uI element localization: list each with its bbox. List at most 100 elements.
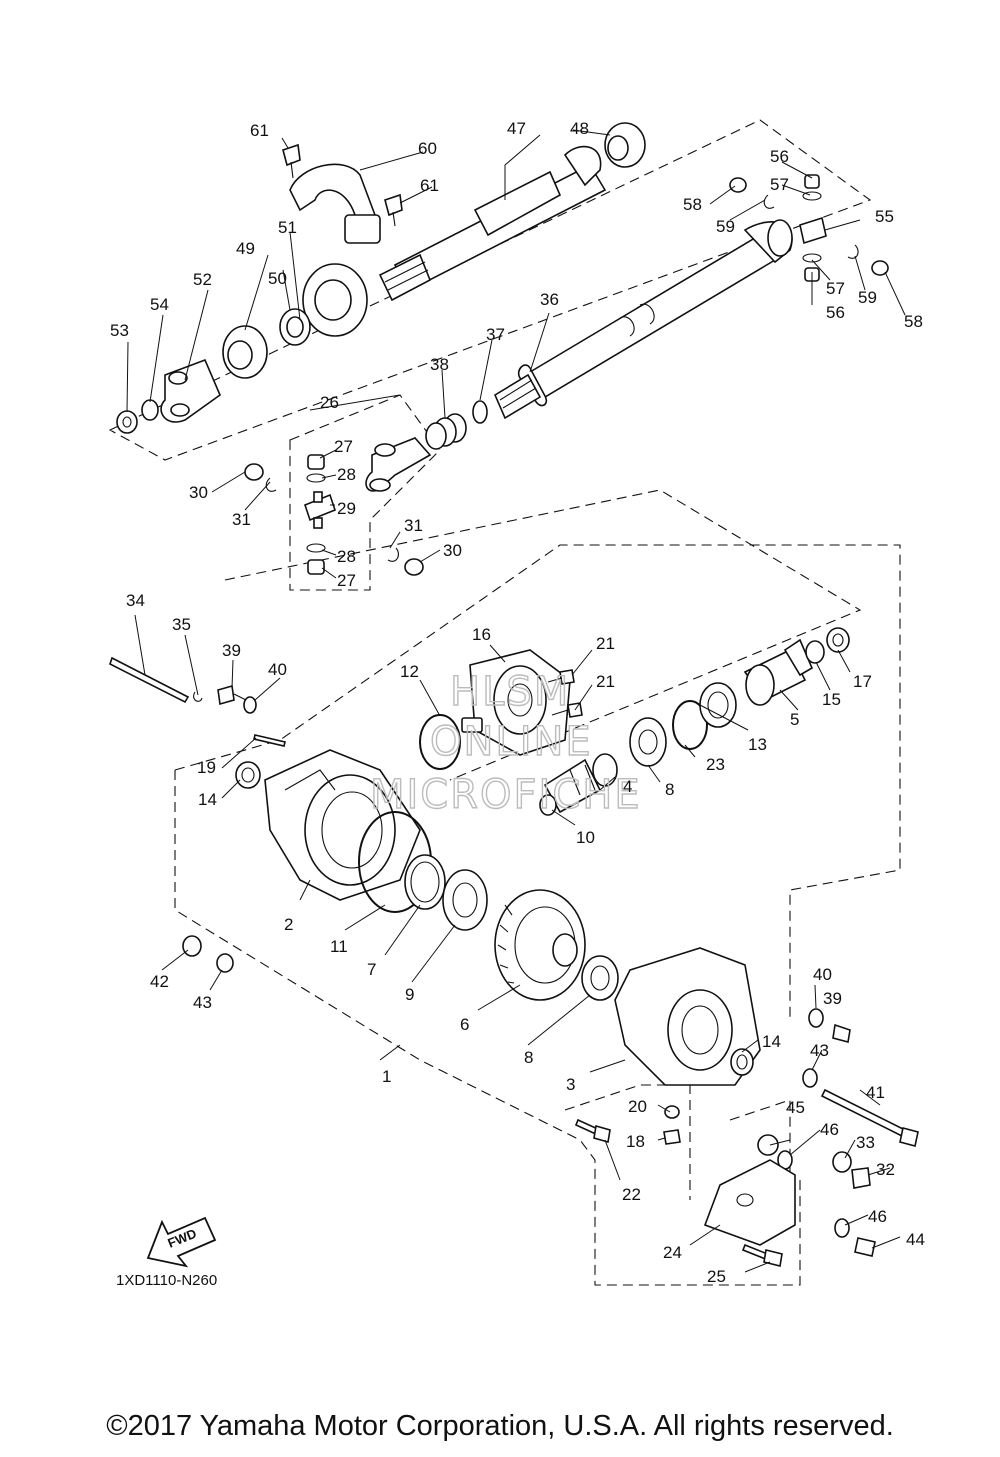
bearing-holder-60 (289, 163, 381, 244)
part-label: 53 (110, 321, 129, 340)
watermark-line-2: ONLINE (430, 719, 593, 765)
part-label: 36 (540, 290, 559, 309)
part-label: 32 (876, 1160, 895, 1179)
washer-43-right (802, 1068, 818, 1088)
part-label: 43 (193, 993, 212, 1012)
bolt-25 (741, 1243, 783, 1267)
bolt-39-right (832, 1023, 851, 1043)
part-label: 56 (770, 147, 789, 166)
part-label: 4 (623, 777, 632, 796)
part-label: 39 (222, 641, 241, 660)
part-label: 59 (858, 288, 877, 307)
washer-40-upper (243, 696, 257, 714)
inner-shaft-47 (378, 145, 607, 302)
part-label: 24 (663, 1243, 682, 1262)
circlip-37 (472, 400, 488, 424)
part-label: 35 (172, 615, 191, 634)
dust-boot-38 (425, 413, 467, 450)
part-label: 43 (810, 1041, 829, 1060)
circlips-28-31 (265, 473, 399, 562)
oil-seal-14-right (730, 1048, 754, 1076)
part-label: 56 (826, 303, 845, 322)
part-label: 1 (382, 1067, 391, 1086)
part-label: 30 (189, 483, 208, 502)
washer-54 (141, 399, 159, 421)
part-label: 49 (236, 239, 255, 258)
circlip-23 (672, 700, 708, 750)
clip-35 (193, 691, 203, 702)
part-label: 13 (748, 735, 767, 754)
part-number-labels: 1 2 3 4 5 6 7 8 8 9 10 11 12 13 14 14 15… (110, 119, 925, 1286)
nut-53 (116, 410, 138, 434)
part-label: 61 (250, 121, 269, 140)
coupling-yoke-52 (160, 358, 221, 423)
part-label: 39 (823, 989, 842, 1008)
ring-gear-6 (494, 889, 586, 1001)
pin-34 (109, 656, 190, 704)
part-label: 57 (826, 279, 845, 298)
oil-seal-14-left (235, 761, 261, 789)
part-label: 40 (813, 965, 832, 984)
part-label: 28 (337, 465, 356, 484)
splined-shaft-end (493, 373, 542, 420)
bolt-41 (820, 1088, 919, 1147)
bracket-24 (703, 1159, 796, 1246)
part-label: 25 (707, 1267, 726, 1286)
part-label: 5 (790, 710, 799, 729)
shim-7 (404, 854, 446, 910)
part-label: 50 (268, 269, 287, 288)
part-label: 11 (330, 937, 348, 956)
part-label: 27 (337, 571, 356, 590)
part-label: 21 (596, 672, 615, 691)
part-label: 8 (665, 780, 674, 799)
washer-40-right (808, 1008, 824, 1028)
part-label: 58 (683, 195, 702, 214)
watermark-line-3: MICROFICHE (370, 772, 642, 818)
part-label: 31 (232, 510, 251, 529)
bolt-39-upper (217, 684, 247, 706)
part-label: 44 (906, 1230, 925, 1249)
washer-33 (832, 1151, 852, 1173)
part-label: 34 (126, 591, 145, 610)
bolts-61 (282, 143, 403, 227)
part-label: 12 (400, 662, 419, 681)
part-label: 51 (278, 218, 297, 237)
part-label: 60 (418, 139, 437, 158)
nut-17 (826, 627, 850, 653)
gear-motor-16 (461, 649, 571, 756)
part-label: 23 (706, 755, 725, 774)
differential-case-2 (264, 749, 421, 901)
part-label: 58 (904, 312, 923, 331)
coupling-5 (743, 638, 814, 706)
bearing-8-lower (581, 955, 619, 1001)
part-label: 42 (150, 972, 169, 991)
part-label: 59 (716, 217, 735, 236)
copyright-notice: ©2017 Yamaha Motor Corporation, U.S.A. A… (106, 1410, 894, 1442)
part-label: 18 (626, 1132, 645, 1151)
part-label: 52 (193, 270, 212, 289)
part-label: 10 (576, 828, 595, 847)
universal-joint-spider-29 (304, 491, 336, 529)
washer-43-left (216, 953, 234, 973)
differential-housing-3 (614, 947, 761, 1086)
part-label: 40 (268, 660, 287, 679)
front-drive-shaft (517, 219, 793, 407)
part-label: 46 (868, 1207, 887, 1226)
part-label: 31 (404, 516, 423, 535)
part-label: 61 (420, 176, 439, 195)
part-label: 9 (405, 985, 414, 1004)
group-outline-driveshaft (108, 119, 872, 461)
watermark: HLSM ONLINE MICROFICHE (369, 668, 642, 818)
bearing-49 (222, 325, 268, 379)
part-label: 45 (786, 1098, 805, 1117)
yoke-26 (365, 437, 432, 492)
part-label: 2 (284, 915, 293, 934)
nut-42 (182, 935, 202, 957)
part-label: 6 (460, 1015, 469, 1034)
part-label: 37 (486, 325, 505, 344)
part-label: 41 (866, 1083, 885, 1102)
part-label: 47 (507, 119, 526, 138)
part-label: 7 (367, 960, 376, 979)
part-label: 38 (430, 355, 449, 374)
plug-32 (851, 1167, 871, 1189)
